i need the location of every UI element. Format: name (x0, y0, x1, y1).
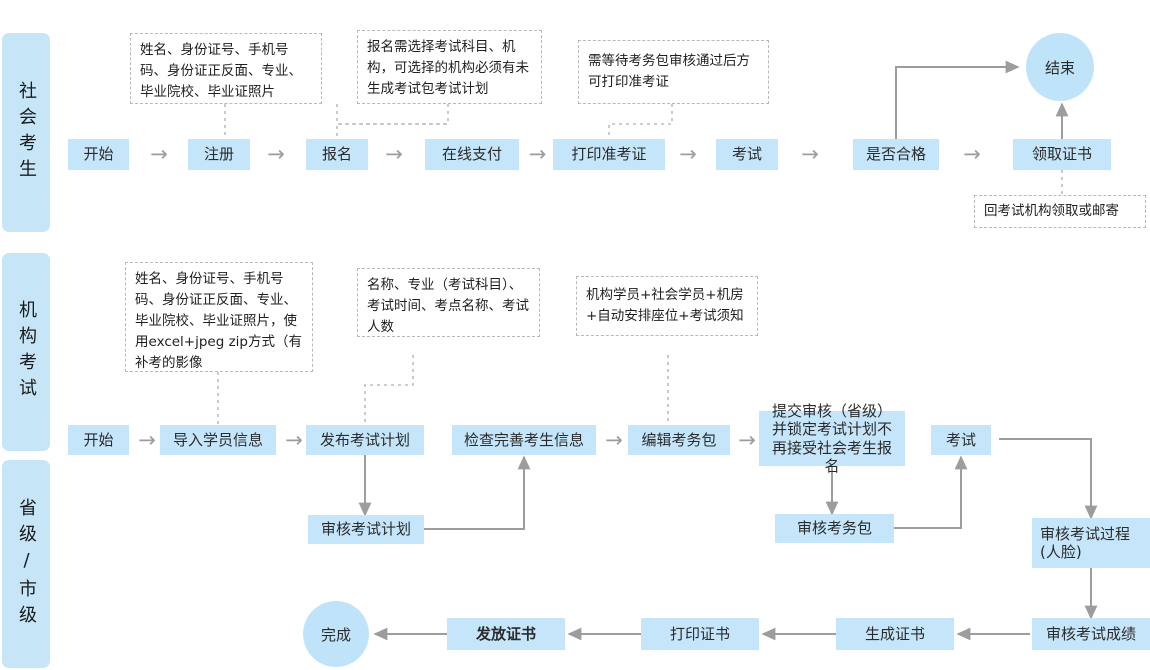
lane-institution-label: 机构考试 (16, 300, 37, 404)
lane-institution: 机构考试 (2, 253, 50, 451)
node-online-payment[interactable]: 在线支付 (425, 139, 519, 170)
note-exam-plan-fields-text: 名称、专业（考试科目）、考试时间、考点名称、考试人数 (367, 277, 529, 335)
arrow-glyph: → (150, 142, 168, 166)
node-check-candidate-info[interactable]: 检查完善考生信息 (452, 425, 596, 455)
node-import-student-info-label: 导入学员信息 (172, 430, 263, 449)
node-review-exam-plan[interactable]: 审核考试计划 (308, 515, 424, 544)
node-print-certificate-label: 打印证书 (669, 624, 730, 643)
node-candidate-start[interactable]: 开始 (68, 139, 129, 170)
arrow-glyph: → (285, 427, 303, 452)
node-review-exam-process-face-label: 审核考试过程(人脸) (1040, 524, 1131, 561)
note-admission-ticket-rule: 需等待考务包审核通过后方可打印准考证 (578, 40, 769, 104)
arrow-institution-2: → (278, 425, 310, 455)
node-collect-certificate-label: 领取证书 (1031, 145, 1092, 164)
note-certificate-pickup: 回考试机构领取或邮寄 (974, 195, 1146, 228)
node-signup[interactable]: 报名 (306, 139, 368, 170)
lane-province: 省级/市级 (2, 460, 50, 668)
node-generate-certificate-label: 生成证书 (864, 624, 925, 643)
arrow-candidate-5: → (668, 139, 708, 170)
node-check-candidate-info-label: 检查完善考生信息 (463, 430, 584, 449)
lane-candidate-label: 社会考生 (16, 80, 37, 185)
note-import-student-fields: 姓名、身份证号、手机号码、身份证正反面、专业、毕业院校、毕业证照片，使用exce… (125, 262, 313, 372)
node-review-exam-process-face[interactable]: 审核考试过程(人脸) (1032, 518, 1150, 568)
node-import-student-info[interactable]: 导入学员信息 (160, 425, 276, 455)
note-register-fields: 姓名、身份证号、手机号码、身份证正反面、专业、毕业院校、毕业证照片 (130, 33, 322, 104)
note-signup-rules-text: 报名需选择考试科目、机构，可选择的机构必须有未生成考试包考试计划 (367, 39, 529, 97)
arrow-glyph: → (528, 142, 547, 166)
node-institution-start[interactable]: 开始 (68, 425, 129, 455)
node-finish-terminal[interactable]: 完成 (303, 601, 369, 667)
node-print-admission-ticket-label: 打印准考证 (571, 145, 647, 164)
node-exam-candidate-label: 考试 (731, 145, 762, 164)
note-certificate-pickup-text: 回考试机构领取或邮寄 (984, 203, 1119, 220)
arrow-candidate-1: → (139, 139, 179, 170)
node-review-exam-package[interactable]: 审核考务包 (775, 514, 894, 543)
note-import-student-fields-text: 姓名、身份证号、手机号码、身份证正反面、专业、毕业院校、毕业证照片，使用exce… (135, 271, 303, 371)
node-finish-terminal-label: 完成 (320, 625, 351, 644)
arrow-glyph: → (385, 142, 403, 166)
arrow-glyph: → (679, 142, 697, 166)
note-register-fields-text: 姓名、身份证号、手机号码、身份证正反面、专业、毕业院校、毕业证照片 (140, 42, 302, 100)
arrow-glyph: → (963, 142, 981, 166)
node-generate-certificate[interactable]: 生成证书 (836, 618, 954, 650)
arrow-glyph: → (738, 427, 756, 452)
arrow-glyph: → (138, 427, 156, 452)
node-print-certificate[interactable]: 打印证书 (641, 618, 759, 650)
arrow-candidate-3: → (374, 139, 414, 170)
arrow-institution-4: → (732, 425, 762, 455)
node-is-qualified-label: 是否合格 (865, 145, 926, 164)
node-review-exam-score[interactable]: 审核考试成绩 (1032, 618, 1150, 650)
node-register[interactable]: 注册 (188, 139, 250, 170)
node-submit-review-lock-plan[interactable]: 提交审核（省级）并锁定考试计划不再接受社会考生报名 (759, 402, 905, 475)
node-edit-exam-package-label: 编辑考务包 (641, 430, 717, 449)
node-end-terminal[interactable]: 结束 (1026, 33, 1094, 101)
node-online-payment-label: 在线支付 (441, 145, 502, 164)
node-review-exam-score-label: 审核考试成绩 (1045, 624, 1136, 643)
node-signup-label: 报名 (321, 145, 352, 164)
note-exam-package-contents: 机构学员+社会学员+机房+自动安排座位+考试须知 (576, 276, 758, 336)
lane-candidate: 社会考生 (2, 33, 50, 232)
node-institution-start-label: 开始 (83, 430, 114, 449)
node-register-label: 注册 (203, 145, 234, 164)
node-publish-exam-plan-label: 发布考试计划 (319, 430, 410, 449)
node-print-admission-ticket[interactable]: 打印准考证 (553, 139, 665, 170)
arrow-glyph: → (605, 427, 623, 452)
node-exam-institution-label: 考试 (945, 430, 976, 449)
node-end-terminal-label: 结束 (1044, 58, 1075, 77)
node-submit-review-lock-plan-label: 提交审核（省级）并锁定考试计划不再接受社会考生报名 (771, 401, 892, 475)
node-publish-exam-plan[interactable]: 发布考试计划 (306, 425, 424, 455)
node-issue-certificate-label: 发放证书 (475, 624, 536, 643)
arrow-candidate-2: → (256, 139, 296, 170)
node-review-exam-package-label: 审核考务包 (796, 519, 872, 538)
arrow-glyph: → (267, 142, 285, 166)
arrow-institution-1: → (131, 425, 163, 455)
arrow-candidate-7: → (952, 139, 992, 170)
node-review-exam-plan-label: 审核考试计划 (320, 520, 411, 539)
note-exam-package-contents-text: 机构学员+社会学员+机房+自动安排座位+考试须知 (586, 287, 744, 324)
lane-province-label: 省级/市级 (16, 497, 37, 631)
arrow-candidate-4: → (520, 139, 555, 170)
node-is-qualified[interactable]: 是否合格 (853, 139, 939, 170)
note-admission-ticket-rule-text: 需等待考务包审核通过后方可打印准考证 (588, 53, 750, 90)
node-candidate-start-label: 开始 (83, 145, 114, 164)
node-collect-certificate[interactable]: 领取证书 (1013, 139, 1111, 170)
note-signup-rules: 报名需选择考试科目、机构，可选择的机构必须有未生成考试包考试计划 (357, 30, 542, 104)
node-edit-exam-package[interactable]: 编辑考务包 (628, 425, 730, 455)
arrow-candidate-6: → (790, 139, 830, 170)
arrow-glyph: → (801, 142, 819, 166)
note-exam-plan-fields: 名称、专业（考试科目）、考试时间、考点名称、考试人数 (357, 268, 540, 337)
node-issue-certificate[interactable]: 发放证书 (447, 618, 565, 650)
node-exam-institution[interactable]: 考试 (931, 425, 991, 455)
node-exam-candidate[interactable]: 考试 (716, 139, 778, 170)
arrow-institution-3: → (598, 425, 630, 455)
